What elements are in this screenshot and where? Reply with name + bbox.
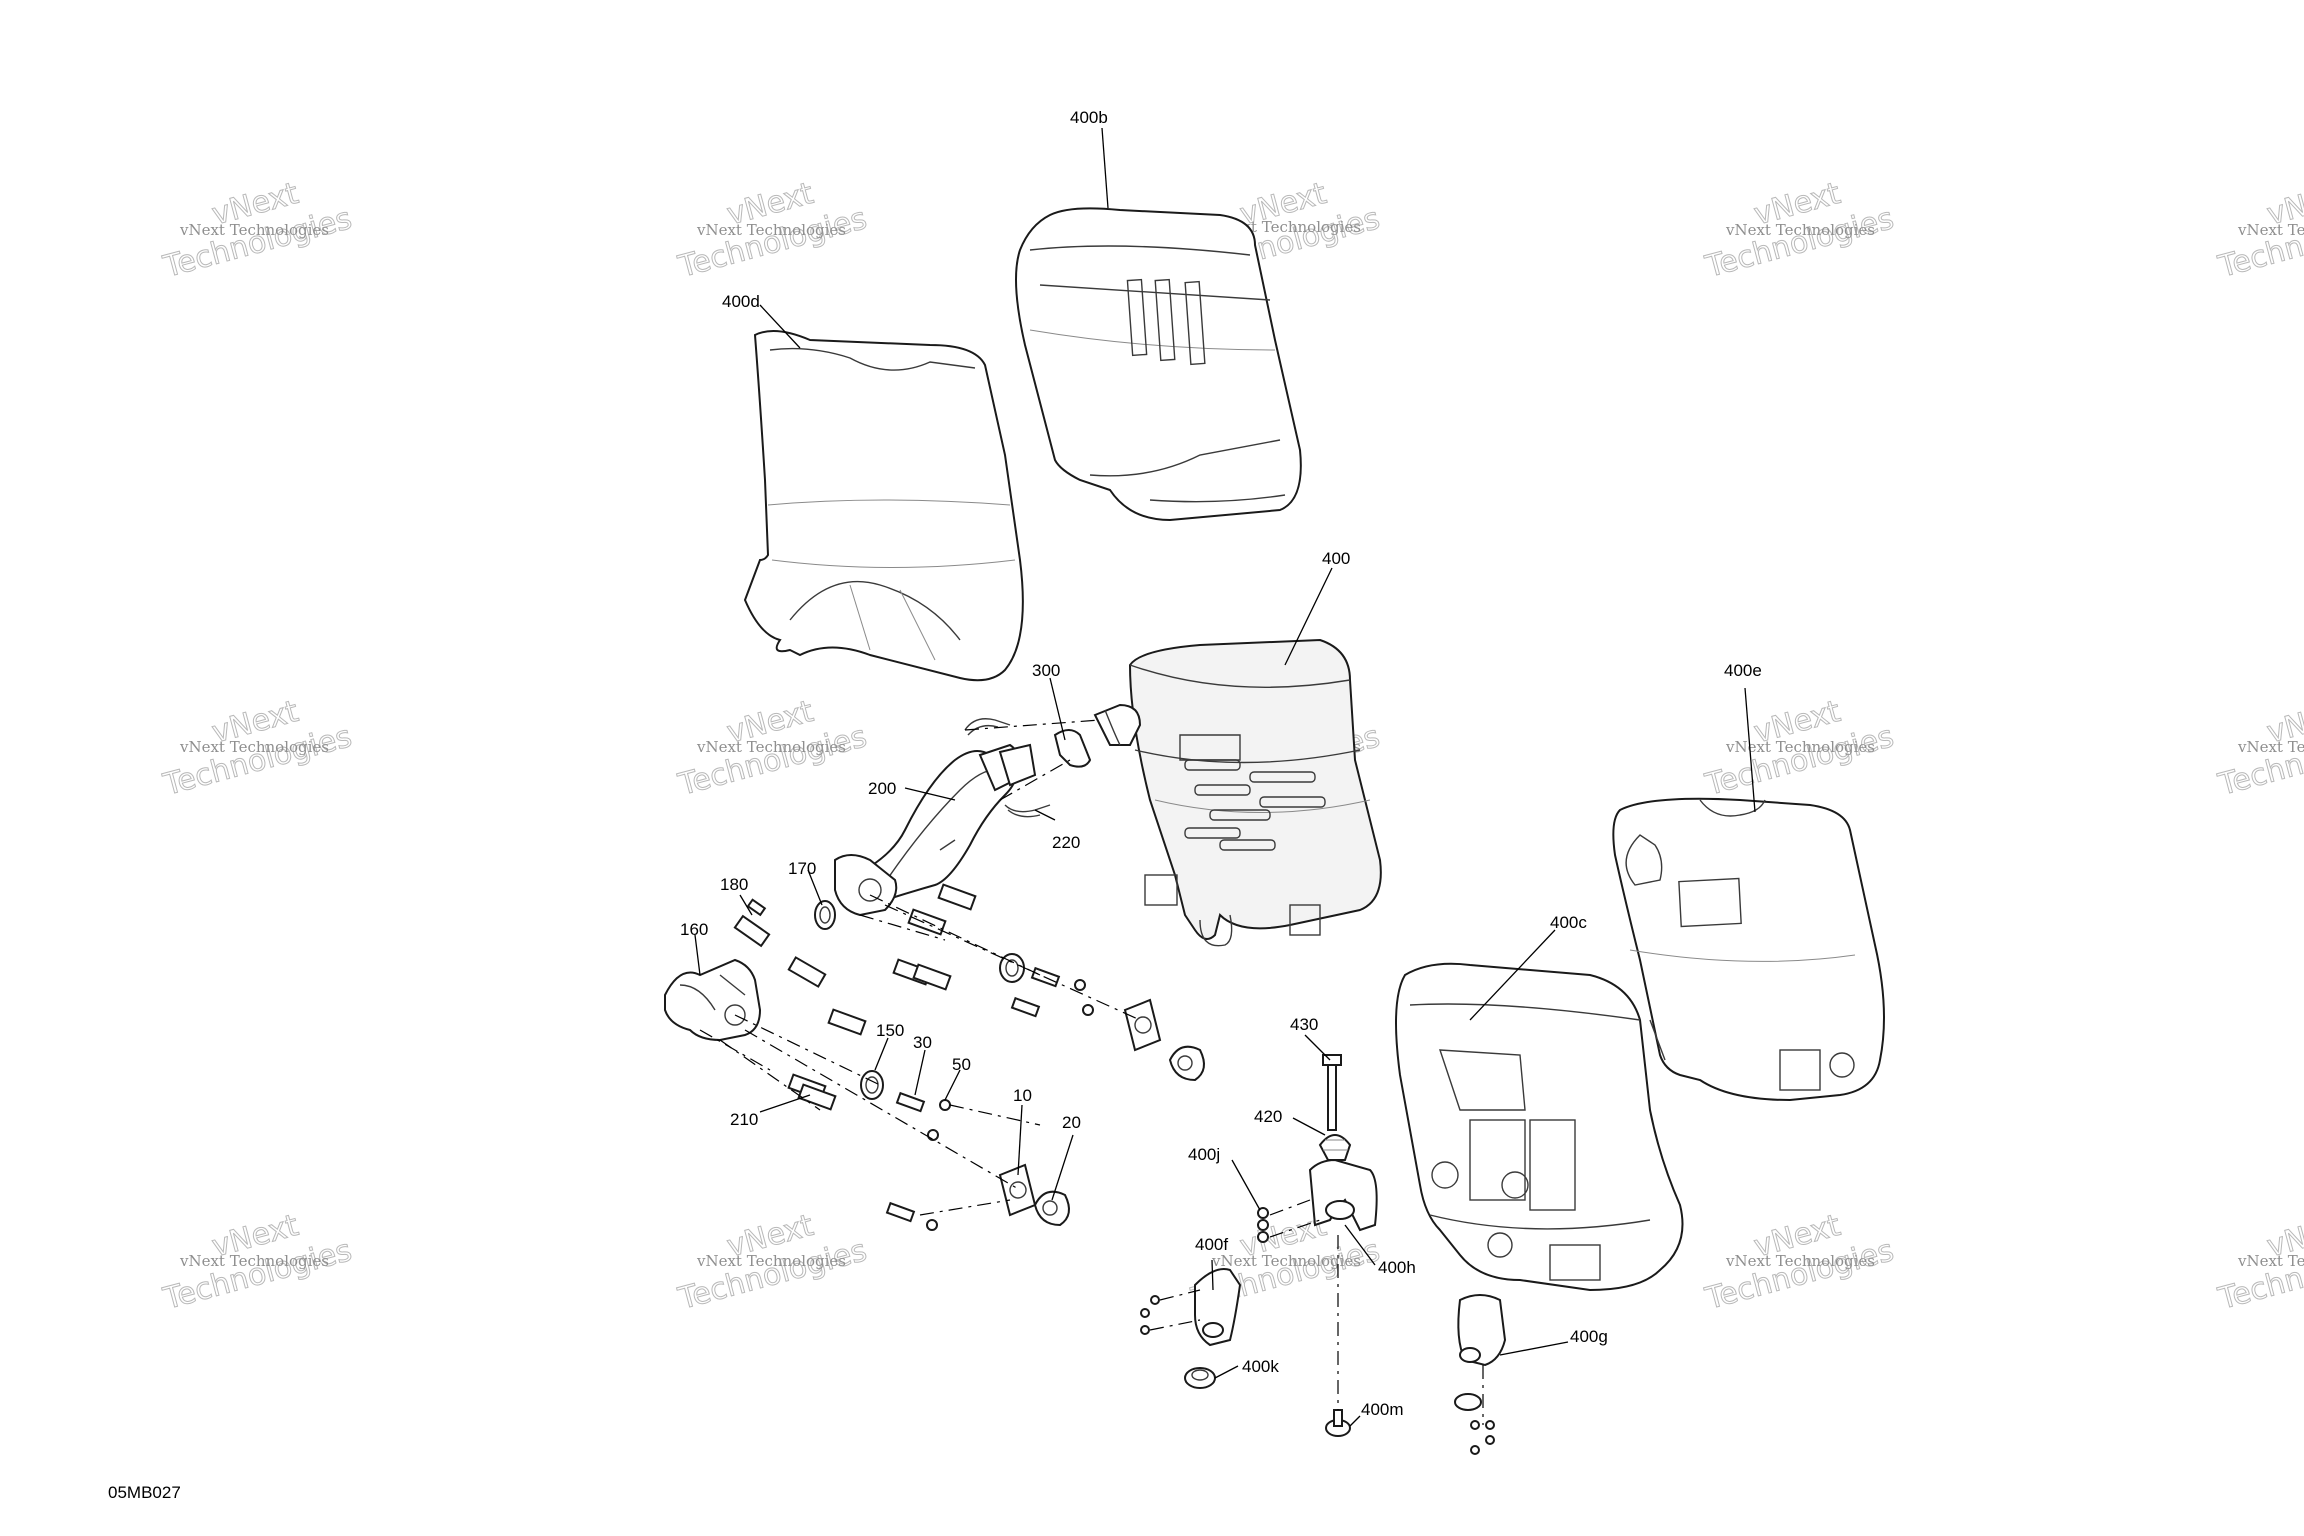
gasket-170 (814, 900, 836, 930)
bolt-430 (1322, 1054, 1342, 1131)
watermark-text: vNext Technologies (179, 221, 329, 239)
callout-420: 420 (1254, 1107, 1282, 1126)
stud-400m (1325, 1409, 1351, 1437)
watermark-text: vNext Technologies (1725, 221, 1875, 239)
callout-400m: 400m (1361, 1400, 1404, 1419)
callout-180: 180 (720, 875, 748, 894)
gasket-150 (860, 1070, 884, 1100)
callout-220: 220 (1052, 833, 1080, 852)
callout-30: 30 (913, 1033, 932, 1052)
bracket-400f (1194, 1268, 1242, 1347)
callout-400c: 400c (1550, 913, 1587, 932)
callout-200: 200 (868, 779, 896, 798)
watermark-text: vNext Technologies (1211, 1252, 1361, 1270)
callout-400: 400 (1322, 549, 1350, 568)
callout-300: 300 (1032, 661, 1060, 680)
callout-400d: 400d (722, 292, 760, 311)
callout-170: 170 (788, 859, 816, 878)
manifold-160 (664, 958, 762, 1042)
studs-30 (885, 966, 1061, 1223)
watermark-text: vNext Technologies (696, 221, 846, 239)
studs-170-group (787, 883, 977, 1111)
grommet-400k (1184, 1367, 1216, 1389)
callout-labels: 400b 400d 400 300 200 220 400e 180 170 1… (108, 108, 1762, 1502)
watermark-text: vNext Technologies (179, 1252, 329, 1270)
callout-400f: 400f (1195, 1235, 1228, 1254)
leader-lines (694, 127, 1756, 1427)
watermark-text: vNext Technologies (2237, 221, 2304, 239)
watermark-text: vNext Technologies (696, 1252, 846, 1270)
bracket-400g (1457, 1294, 1507, 1367)
callout-400j: 400j (1188, 1145, 1220, 1164)
watermark-text: vNext Technologies (2237, 738, 2304, 756)
callout-400h: 400h (1378, 1258, 1416, 1277)
callout-400g: 400g (1570, 1327, 1608, 1346)
heat-shield-400e (1612, 797, 1885, 1102)
callout-160: 160 (680, 920, 708, 939)
spring-clips-220 (964, 718, 1051, 818)
watermark-text: vNext Technologies (1725, 738, 1875, 756)
assembly-lines (699, 719, 1484, 1425)
callout-400e: 400e (1724, 661, 1762, 680)
grommet-400g (1454, 1393, 1482, 1411)
callout-430: 430 (1290, 1015, 1318, 1034)
callout-400b: 400b (1070, 108, 1108, 127)
stud-180 (733, 898, 771, 948)
nuts-50 (926, 979, 1094, 1231)
callout-10: 10 (1013, 1086, 1032, 1105)
callout-400k: 400k (1242, 1357, 1279, 1376)
gasket-20 (1033, 1045, 1205, 1227)
callout-50: 50 (952, 1055, 971, 1074)
callout-150: 150 (876, 1021, 904, 1040)
muffler-400 (1093, 638, 1382, 947)
grommet-420 (1318, 1134, 1352, 1161)
drawing-code: 05MB027 (108, 1483, 181, 1502)
flange-10 (998, 998, 1162, 1217)
watermark-text: vNext Technologies (1725, 1252, 1875, 1270)
watermark-text: vNext Technologies (696, 738, 846, 756)
callout-20: 20 (1062, 1113, 1081, 1132)
nuts-400j (1140, 1207, 1495, 1455)
clamp-300 (1053, 729, 1092, 768)
header-pipe-200 (843, 743, 1037, 907)
callout-210: 210 (730, 1110, 758, 1129)
bracket-400h (1308, 1158, 1378, 1232)
watermark-text: vNext Technologies (2237, 1252, 2304, 1270)
heat-shield-400b (1015, 207, 1302, 522)
watermark-text: vNext Technologies (179, 738, 329, 756)
heat-shield-400d (743, 330, 1024, 682)
heat-shield-400c (1395, 962, 1684, 1292)
